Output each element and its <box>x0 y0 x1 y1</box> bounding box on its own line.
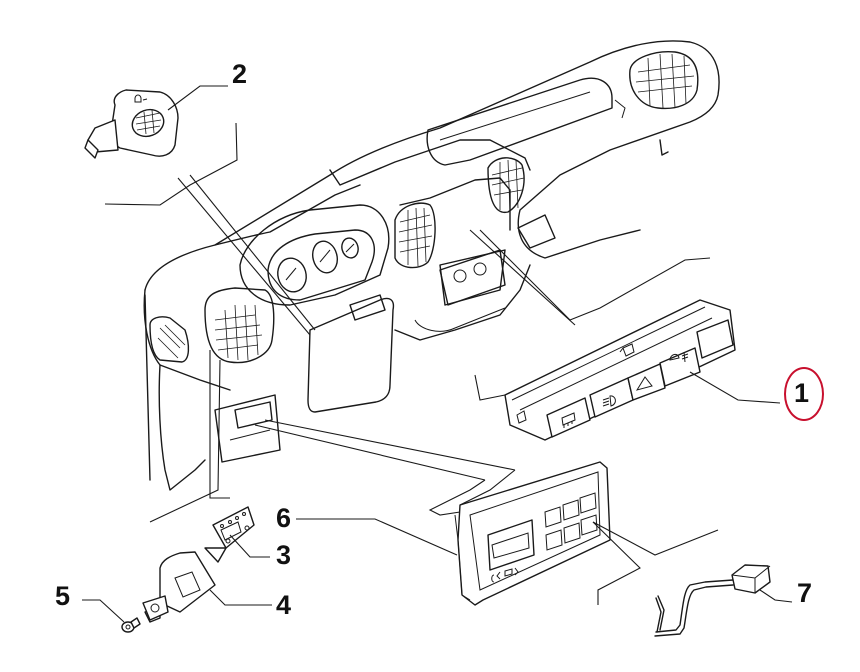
callout-2[interactable]: 2 <box>232 59 248 89</box>
callout-7[interactable]: 7 <box>797 578 813 608</box>
callout-3[interactable]: 3 <box>276 540 292 570</box>
callout-4[interactable]: 4 <box>276 590 292 620</box>
callout-1-highlight-circle <box>784 367 824 421</box>
part-1-central-switch-panel <box>504 299 736 441</box>
callout-6[interactable]: 6 <box>276 503 292 533</box>
part-6-display-switch-module <box>454 461 611 606</box>
dashboard <box>143 40 720 491</box>
part-7-wiring-harness <box>654 564 771 637</box>
part-5-screw <box>121 617 141 633</box>
callout-5[interactable]: 5 <box>55 581 71 611</box>
part-4-bracket <box>142 551 216 623</box>
callout-1[interactable]: 1 <box>794 378 810 408</box>
part-2-headlight-switch <box>84 89 179 159</box>
part-3-small-switch <box>204 506 255 563</box>
leader-lines <box>82 85 793 623</box>
